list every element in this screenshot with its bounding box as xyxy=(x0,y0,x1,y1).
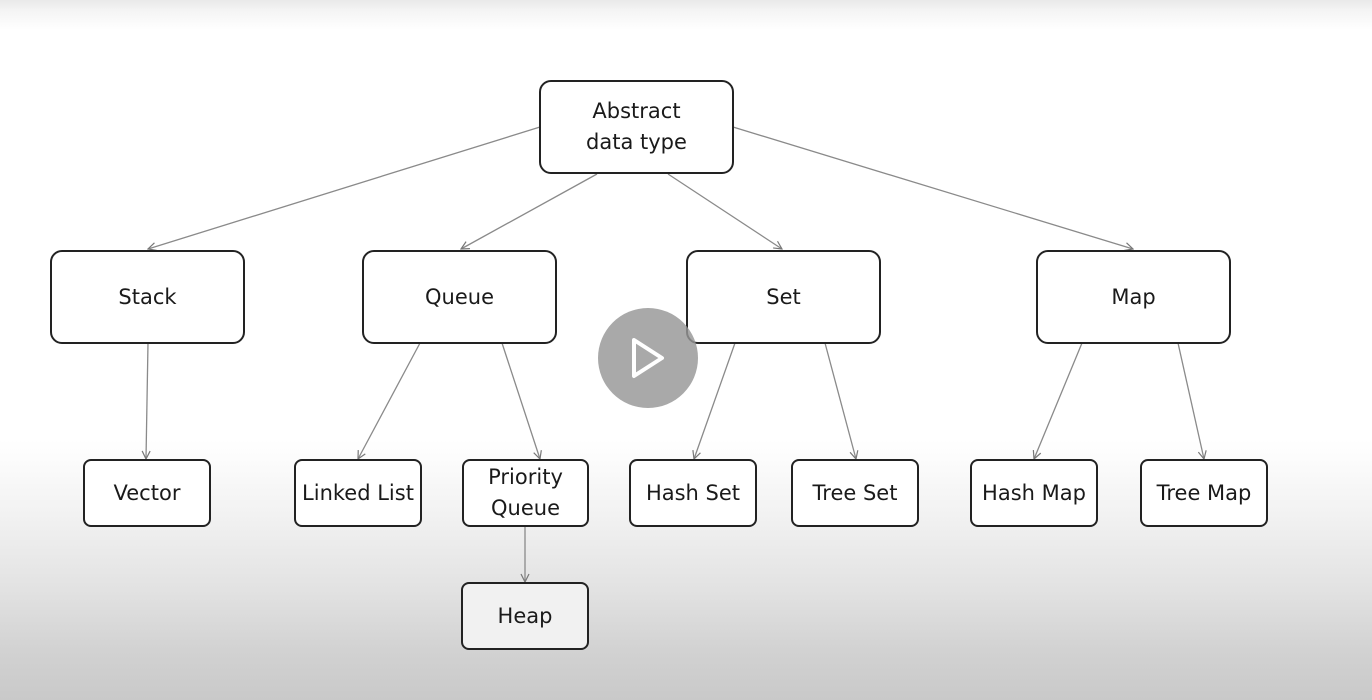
edge-queue-linkedlist xyxy=(358,342,421,459)
node-heap-label: Heap xyxy=(497,603,553,628)
node-hash-set: Hash Set xyxy=(629,459,757,527)
edge-adt-stack xyxy=(148,126,541,249)
node-vector-label: Vector xyxy=(113,480,181,505)
node-tree-set: Tree Set xyxy=(791,459,919,527)
edge-adt-map xyxy=(732,126,1133,249)
node-stack: Stack xyxy=(50,250,245,344)
node-linked-list: Linked List xyxy=(294,459,422,527)
edge-map-hashmap xyxy=(1034,342,1083,459)
node-abstract-data-type-line2: data type xyxy=(586,130,687,154)
play-icon xyxy=(632,338,664,378)
node-heap: Heap xyxy=(461,582,589,650)
node-queue: Queue xyxy=(362,250,557,344)
node-map: Map xyxy=(1036,250,1231,344)
edge-set-treeset xyxy=(824,342,856,459)
edge-map-treemap xyxy=(1177,342,1204,459)
node-priority-queue-line1: Priority xyxy=(488,465,563,489)
node-priority-queue: Priority Queue xyxy=(462,459,589,527)
node-queue-label: Queue xyxy=(425,284,494,309)
node-tree-map-label: Tree Map xyxy=(1156,480,1252,505)
node-stack-label: Stack xyxy=(118,284,177,309)
edge-queue-priorityqueue xyxy=(501,342,540,459)
node-set-label: Set xyxy=(766,284,801,309)
node-tree-map: Tree Map xyxy=(1140,459,1268,527)
node-set: Set xyxy=(686,250,881,344)
edge-adt-set xyxy=(667,173,782,249)
edge-stack-vector xyxy=(146,342,148,459)
node-vector: Vector xyxy=(83,459,211,527)
node-map-label: Map xyxy=(1111,284,1156,309)
edge-adt-queue xyxy=(461,173,598,249)
node-tree-set-label: Tree Set xyxy=(812,480,898,505)
node-hash-map: Hash Map xyxy=(970,459,1098,527)
node-abstract-data-type: Abstract data type xyxy=(539,80,734,174)
node-hash-map-label: Hash Map xyxy=(982,480,1086,505)
node-priority-queue-line2: Queue xyxy=(491,496,560,520)
node-hash-set-label: Hash Set xyxy=(645,480,741,505)
edge-set-hashset xyxy=(694,342,736,459)
node-abstract-data-type-line1: Abstract xyxy=(592,99,681,123)
node-linked-list-label: Linked List xyxy=(302,480,414,505)
play-button[interactable] xyxy=(598,308,698,408)
